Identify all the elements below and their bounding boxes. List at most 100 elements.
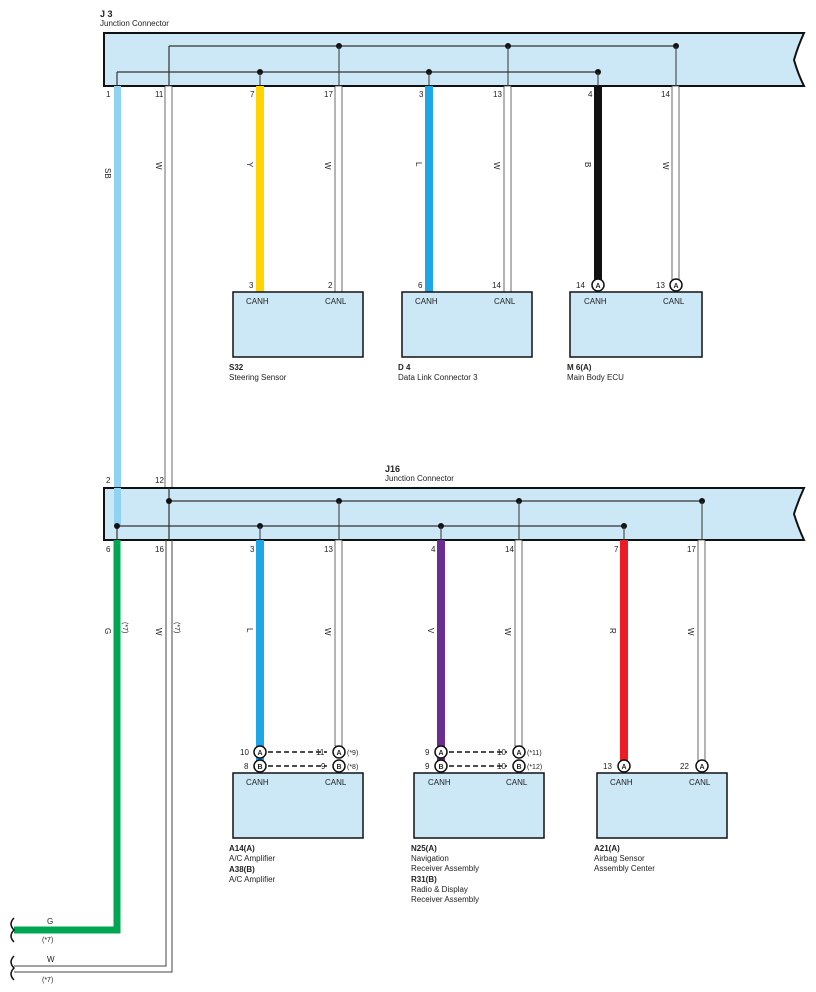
canh-label: CANH: [246, 778, 269, 787]
connector-marker-letter: A: [516, 750, 521, 757]
wire-w: [334, 85, 343, 293]
variant-note: (*9): [347, 750, 358, 757]
component-id: A14(A): [229, 844, 255, 853]
component-pin: 10: [497, 748, 506, 757]
wire-color-code: L: [245, 628, 254, 633]
j3-pin-label: 1: [106, 90, 111, 99]
connector-marker-icon: [669, 278, 683, 292]
connector-marker-letter: A: [257, 750, 262, 757]
component-name: Assembly Center: [594, 864, 655, 873]
steering-sensor-box: [232, 291, 364, 358]
exit-color-code: G: [47, 917, 53, 926]
j16-pin-stubs: [259, 501, 703, 540]
component-id: N25(A): [411, 844, 437, 853]
connector-marker-letter: B: [257, 764, 262, 771]
j16-bus-lines: [116, 488, 702, 540]
component-pin: 14: [492, 281, 501, 290]
wire-color-code: W: [323, 628, 332, 636]
wire-color-code: W: [661, 162, 670, 170]
connector-marker-letter: A: [673, 283, 678, 290]
j3-pin-label: 14: [661, 90, 670, 99]
component-name: Main Body ECU: [567, 373, 624, 382]
ac-amplifier-pins: [253, 745, 346, 773]
component-pin: 2: [328, 281, 333, 290]
j16-pin-label: 13: [324, 545, 333, 554]
component-name: Airbag Sensor: [594, 854, 645, 863]
wire-color-code: R: [608, 628, 617, 634]
connector-marker-icon: [591, 278, 605, 292]
wire-r: [620, 540, 628, 761]
exit-note: (*7): [42, 937, 53, 944]
j16-id: J16: [385, 464, 400, 474]
canl-label: CANL: [325, 778, 347, 787]
airbag-sensor-box: [596, 772, 728, 839]
wire-l: [425, 86, 433, 292]
wire-b: [594, 86, 602, 280]
airbag-pins: [617, 759, 709, 773]
j16-pin-label: 4: [431, 545, 436, 554]
component-pin: 10: [240, 748, 249, 757]
canl-label: CANL: [663, 297, 685, 306]
exit-break-icons: [10, 917, 16, 981]
connector-marker-icon: [512, 759, 526, 773]
variant-note: (*12): [527, 764, 542, 771]
component-id: R31(B): [411, 875, 437, 884]
wire-w: [334, 539, 343, 747]
connector-marker-icon: [332, 759, 346, 773]
wire-sb: [114, 86, 121, 488]
component-pin: 13: [656, 281, 665, 290]
component-name: A/C Amplifier: [229, 854, 276, 863]
wire-color-code: L: [414, 162, 423, 167]
wire-color-code: Y: [245, 162, 254, 168]
j3-pin-stubs: [259, 46, 677, 86]
component-id: M 6(A): [567, 363, 592, 372]
wire-w: [503, 85, 512, 293]
j16-pin-label: 7: [614, 545, 619, 554]
component-name: Data Link Connector 3: [398, 373, 478, 382]
j3-pin-label: 11: [155, 90, 164, 99]
j16-pin-label: 3: [250, 545, 255, 554]
wire-y: [256, 86, 264, 292]
navigation-pins: [434, 745, 526, 773]
connector-marker-icon: [695, 759, 709, 773]
connector-marker-icon: [617, 759, 631, 773]
wire-color-code: W: [492, 162, 501, 170]
connector-marker-letter: A: [699, 764, 704, 771]
j3-pin-label: 13: [493, 90, 502, 99]
j3-pin-label: 3: [419, 90, 424, 99]
j3-id: J 3: [100, 9, 113, 19]
wire-color-code: W: [686, 628, 695, 636]
connector-marker-icon: [512, 745, 526, 759]
data-link-connector-box: [401, 291, 533, 358]
variant-note: (*8): [347, 764, 358, 771]
component-name: Receiver Assembly: [411, 864, 479, 873]
j16-pin-label: 6: [106, 545, 111, 554]
canl-label: CANL: [494, 297, 516, 306]
component-id: D 4: [398, 363, 411, 372]
j16-pin-label: 16: [155, 545, 164, 554]
connector-marker-letter: B: [336, 764, 341, 771]
wire-note: (*7): [173, 622, 180, 633]
j16-pin-label: 12: [155, 476, 164, 485]
j16-connector-body: [103, 487, 806, 541]
j16-pin-label: 17: [687, 545, 696, 554]
component-pin: 22: [680, 762, 689, 771]
j3-pin-label: 7: [250, 90, 255, 99]
j3-connector-body: [103, 32, 806, 87]
component-pin: 6: [418, 281, 423, 290]
wire-color-code: SB: [103, 168, 112, 179]
canl-label: CANL: [689, 778, 711, 787]
connector-marker-icon: [434, 745, 448, 759]
wire-g: [14, 540, 121, 934]
canh-label: CANH: [610, 778, 633, 787]
component-pin: 14: [576, 281, 585, 290]
j16-pin-label: 14: [505, 545, 514, 554]
component-name: Navigation: [411, 854, 449, 863]
canh-label: CANH: [428, 778, 451, 787]
connector-marker-icon: [434, 759, 448, 773]
bottom-wires: [14, 539, 706, 973]
component-name: A/C Amplifier: [229, 875, 276, 884]
j16-name: Junction Connector: [385, 474, 454, 483]
component-pin: 10: [497, 762, 506, 771]
